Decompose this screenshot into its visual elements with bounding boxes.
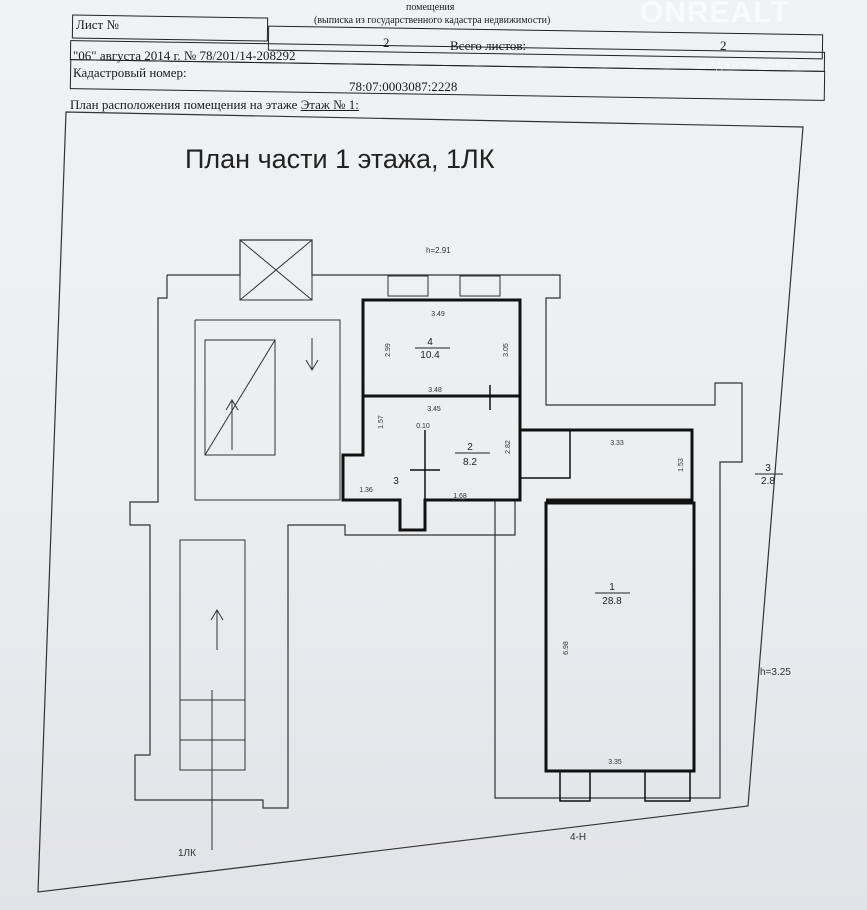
total-sheets-value: 2 [720,38,727,53]
doc-type: помещения [406,2,455,13]
cadastral-label: Кадастровый номер: [73,65,187,80]
plan-title: План части 1 этажа, 1ЛК [185,144,495,174]
height-top: h=2.91 [426,246,451,255]
room-4-area: 10.4 [420,350,440,361]
dim-r5-right: 1.53 [678,458,685,472]
room-3-number: 3 [393,476,399,487]
sheet-number: 2 [383,35,390,50]
stair-label: 1ЛК [178,848,196,859]
room-5-area: 2.8 [761,476,775,487]
sheet-label: Лист № [76,17,119,32]
doc-subtitle: (выписка из государственного кадастра не… [314,15,551,26]
dim-r3-bottom: 1.36 [359,487,373,494]
plan-caption-text: План расположения помещения на этаже [70,97,298,112]
cadastral-number: 78:07:0003087:2228 [349,79,458,94]
floor-link: Этаж № 1: [300,97,359,112]
room-4 [361,298,522,398]
total-sheets-label: Всего листов: [450,38,527,53]
date-line: "06" августа 2014 г. № 78/201/14-208292 [73,48,296,63]
height-right: h=3.25 [760,667,791,678]
dim-r2-top: 3.45 [427,406,441,413]
room-5-number: 3 [765,463,771,474]
watermark-logo: ONREALT [640,0,790,29]
plan-caption: План расположения помещения на этаже Эта… [70,97,359,112]
dim-r2-wall: 0.10 [416,423,430,430]
dim-r2-right: 2.82 [505,440,512,454]
dim-r4-top: 3.49 [431,311,445,318]
room-3-corridor [520,428,694,502]
room-2 [341,396,522,532]
dim-r4-right: 3.05 [503,343,510,357]
room-1 [544,501,696,773]
plan-frame [37,111,804,893]
building-outline [129,239,743,809]
dim-r2-bottom: 1.68 [453,493,467,500]
dim-r4-left: 2.99 [385,343,392,357]
entrance-label: 4-Н [570,832,586,843]
room-2-number: 2 [467,442,473,453]
room-1-area: 28.8 [602,596,622,607]
dim-r1-bottom: 3.35 [608,759,622,766]
elevator-shaft [239,239,313,301]
watermark-tagline: недвижимость [700,59,798,71]
room-4-number: 4 [427,337,433,348]
dim-r1-left: 6.98 [563,641,570,655]
room-2-area: 8.2 [463,457,477,468]
room-1-number: 1 [609,582,615,593]
dim-r5-top: 3.33 [610,440,624,447]
dim-r4-bottom: 3.48 [428,387,442,394]
dim-r2-door: 1.57 [378,415,385,429]
staircase-1 [194,319,341,501]
